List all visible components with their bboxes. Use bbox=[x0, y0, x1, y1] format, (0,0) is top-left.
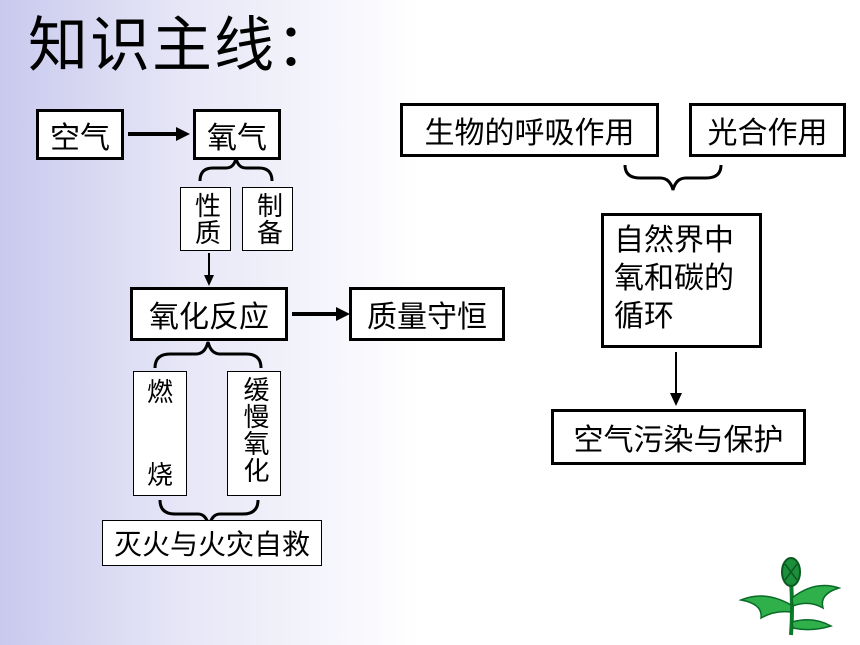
node-air: 空气 bbox=[36, 109, 124, 160]
node-combustion-char-2: 烧 bbox=[146, 461, 173, 491]
arrowhead-air-oxygen bbox=[176, 127, 190, 141]
node-cycle: 自然界中 氧和碳的 循环 bbox=[601, 213, 762, 348]
node-property-label: 性质 bbox=[190, 192, 221, 246]
node-slow-oxidation: 缓慢氧化 bbox=[227, 371, 281, 496]
node-cycle-line-3: 循环 bbox=[614, 299, 674, 334]
arrowhead-to-oxidation bbox=[204, 275, 214, 286]
arrowhead-to-pollution bbox=[670, 393, 682, 406]
node-photosynthesis: 光合作用 bbox=[689, 103, 846, 157]
node-pollution: 空气污染与保护 bbox=[551, 409, 806, 465]
node-combustion-char-1: 燃 bbox=[146, 378, 173, 408]
plant-bud-lines bbox=[784, 563, 798, 581]
node-respiration: 生物的呼吸作用 bbox=[400, 103, 659, 157]
node-property: 性质 bbox=[180, 187, 231, 251]
plant-leaf-small bbox=[791, 619, 833, 631]
node-oxidation: 氧化反应 bbox=[130, 287, 288, 341]
brace-respiration-photosynthesis bbox=[623, 164, 723, 191]
brace-oxygen bbox=[198, 157, 274, 182]
node-preparation-label: 制备 bbox=[252, 192, 283, 246]
node-cycle-line-2: 氧和碳的 bbox=[614, 261, 734, 296]
page-title: 知识主线： bbox=[28, 11, 338, 81]
arrowhead-oxidation-conservation bbox=[336, 307, 350, 321]
plant-decoration bbox=[738, 557, 842, 636]
brace-oxidation bbox=[153, 341, 263, 369]
plant-leaf-right bbox=[791, 584, 842, 610]
plant-leaf-left bbox=[738, 595, 792, 620]
node-cycle-line-1: 自然界中 bbox=[614, 223, 734, 258]
node-combustion: 燃 烧 bbox=[133, 371, 187, 496]
node-slow-oxidation-label: 缓慢氧化 bbox=[239, 376, 269, 484]
node-oxygen: 氧气 bbox=[193, 109, 281, 160]
node-fire: 灭火与火灾自救 bbox=[102, 520, 322, 566]
node-conservation: 质量守恒 bbox=[349, 287, 505, 341]
node-preparation: 制备 bbox=[242, 187, 293, 251]
